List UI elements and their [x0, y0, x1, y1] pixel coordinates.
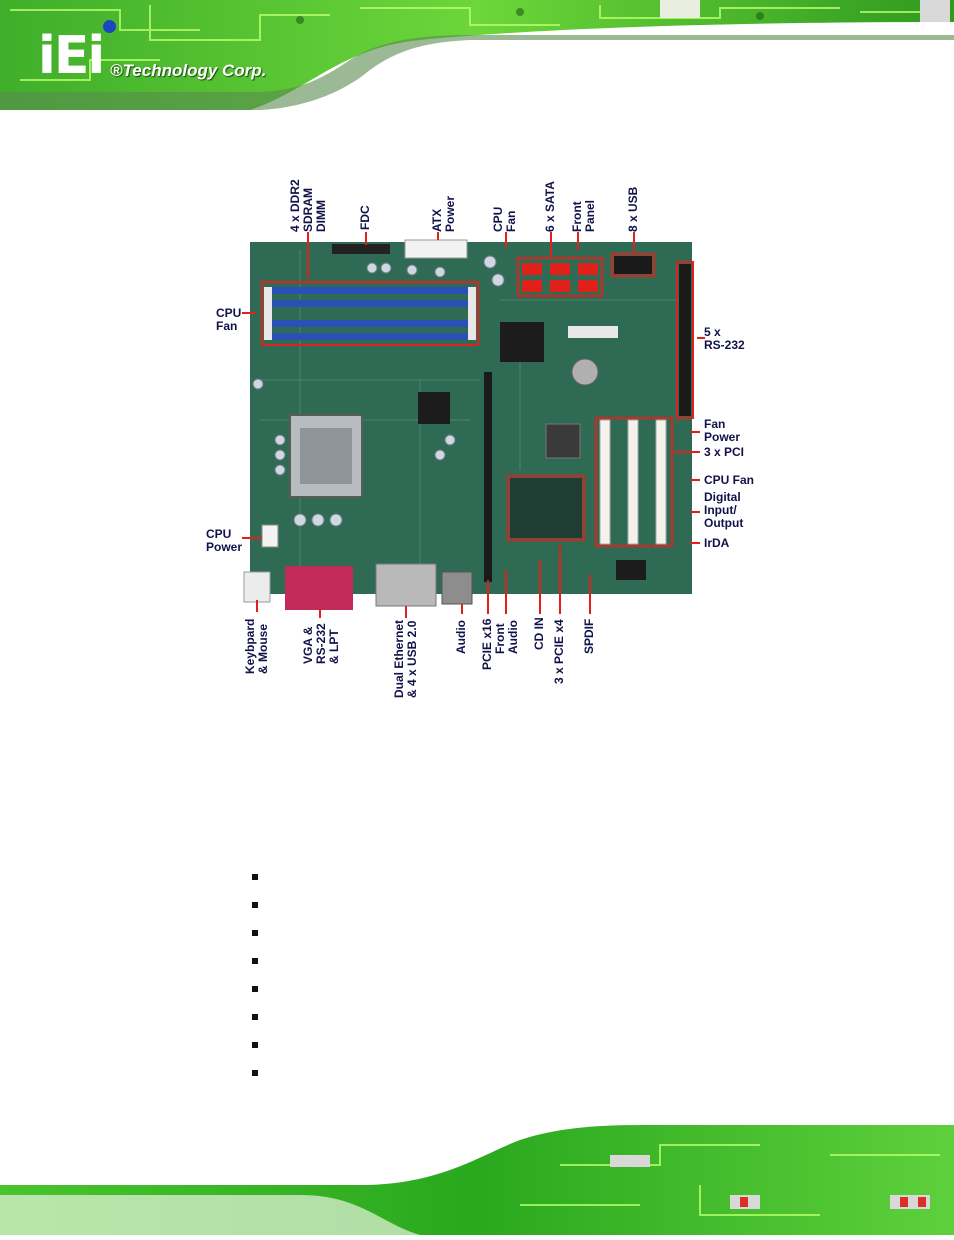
label-cpu-power-line1: CPU: [206, 527, 232, 541]
label-ethernet-line2: & 4 x USB 2.0: [405, 620, 419, 698]
label-ddr2: 4 x DDR2 SDRAM DIMM: [288, 179, 328, 232]
bullet-icon: [252, 902, 258, 908]
label-vga-line3: & LPT: [327, 629, 341, 664]
dimm-highlight: [261, 281, 479, 346]
label-cpu-fan-right: CPU Fan: [704, 473, 755, 487]
label-spdif: SPDIF: [582, 618, 596, 654]
bullet-icon: [252, 930, 258, 936]
bullet-icon: [252, 1014, 258, 1020]
label-sata: 6 x SATA: [543, 181, 557, 232]
label-atx-power: ATX Power: [430, 195, 457, 232]
label-rs232-line2: RS-232: [704, 338, 745, 352]
label-rs232-line1: 5 x: [704, 325, 721, 339]
bullet-icon: [252, 1042, 258, 1048]
label-cpu-fan-left: CPU Fan: [216, 307, 241, 333]
dimm-slots: [264, 287, 476, 340]
label-keyboard: Keybpard & Mouse: [243, 619, 270, 674]
brand-logo-mark: iEi: [38, 26, 105, 86]
label-cpu-fan-top: CPU Fan: [491, 207, 518, 232]
label-rs232: 5 x RS-232: [704, 326, 745, 352]
label-front-audio: Front Audio: [493, 620, 520, 654]
header-banner: iEi ®Technology Corp.: [0, 0, 954, 115]
label-front-panel: Front Panel: [570, 199, 597, 232]
motherboard-diagram: [242, 232, 705, 618]
label-front-panel-line2: Panel: [583, 199, 597, 232]
label-dio-line3: Output: [704, 516, 744, 530]
bullet-icon: [252, 874, 258, 880]
label-usb: 8 x USB: [626, 186, 640, 232]
label-cpu-fan-left-line2: Fan: [216, 319, 238, 333]
bullet-icon: [252, 958, 258, 964]
label-dio: Digital Input/ Output: [704, 491, 743, 530]
circuit-footer-background: [0, 1125, 954, 1235]
label-atx-line2: Power: [443, 195, 457, 232]
label-pci: 3 x PCI: [704, 445, 745, 459]
bullet-icon: [252, 986, 258, 992]
label-dio-line2: Input/: [704, 503, 737, 517]
vga-lpt-port: [285, 566, 353, 610]
label-ethernet: Dual Ethernet & 4 x USB 2.0: [392, 620, 419, 698]
bullet-icon: [252, 1070, 258, 1076]
label-fan-power-line1: Fan: [704, 417, 726, 431]
label-cpu-fan-left-line1: CPU: [216, 306, 242, 320]
footer-banner: [0, 1125, 954, 1235]
circuit-background: [0, 0, 954, 115]
label-fan-power-line2: Power: [704, 430, 741, 444]
sata-ports: [522, 263, 598, 292]
label-fan-power: Fan Power: [704, 418, 740, 444]
label-cd-in: CD IN: [532, 617, 546, 650]
label-front-audio-line2: Audio: [506, 620, 520, 654]
logo-dot-icon: [103, 20, 116, 33]
brand-logo-text: ®Technology Corp.: [110, 61, 267, 80]
label-cpu-power: CPU Power: [206, 528, 242, 554]
label-cpu-power-line2: Power: [206, 540, 243, 554]
label-ddr2-line3: DIMM: [314, 200, 328, 232]
label-keyboard-line2: & Mouse: [256, 623, 270, 674]
label-fdc: FDC: [358, 205, 372, 230]
label-pcie4: 3 x PCIE x4: [552, 619, 566, 684]
label-dio-line1: Digital: [704, 490, 741, 504]
pci-slots: [599, 419, 667, 545]
label-audio: Audio: [454, 620, 468, 654]
label-irda: IrDA: [704, 536, 730, 550]
label-cpu-fan-top-line2: Fan: [504, 210, 518, 232]
label-vga: VGA & RS-232 & LPT: [301, 623, 341, 664]
